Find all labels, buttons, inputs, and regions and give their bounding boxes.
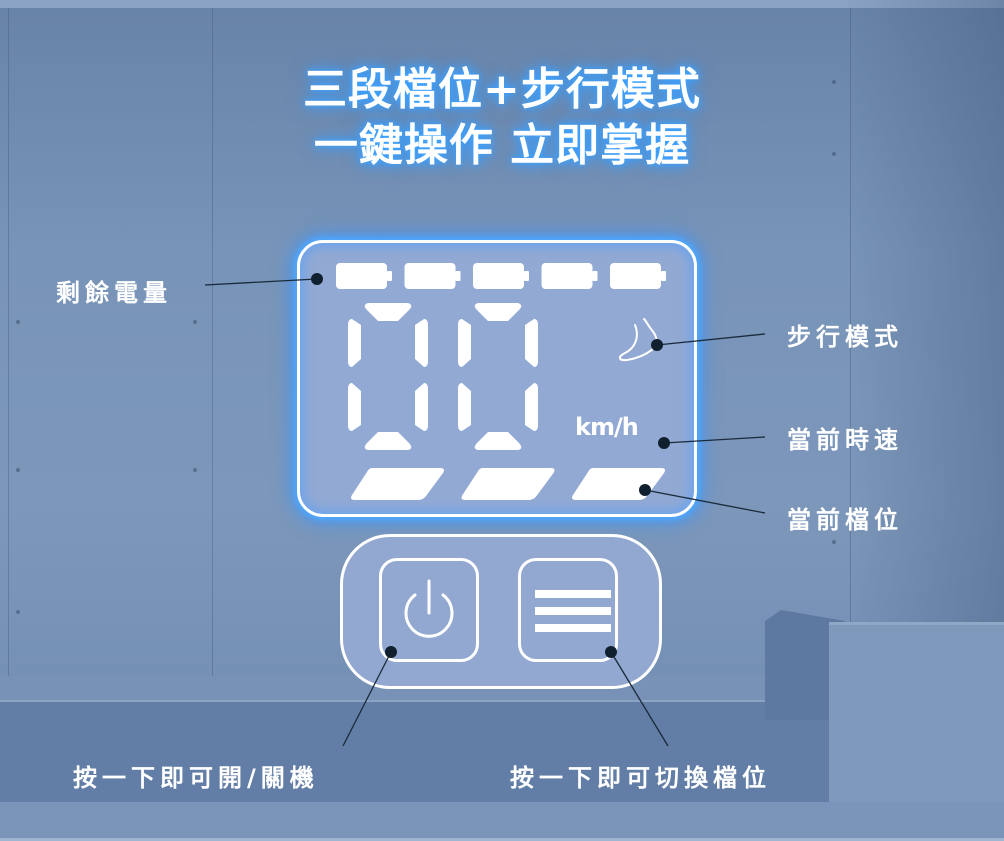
battery-terminal <box>524 271 529 281</box>
callout-battery: 剩餘電量 <box>56 279 172 307</box>
wall-rivet <box>193 468 197 472</box>
battery-segment <box>473 263 524 289</box>
headline: 三段檔位+步行模式 一鍵操作 立即掌握 <box>0 62 1004 174</box>
headline-line-2: 一鍵操作 立即掌握 <box>313 120 691 171</box>
wall-rivet <box>832 540 836 544</box>
wall-rivet <box>193 320 197 324</box>
digit-segment-b <box>525 319 538 367</box>
digit-segment-a <box>474 303 522 321</box>
wall-rivet <box>16 468 20 472</box>
digit-segment-c <box>415 383 428 431</box>
callout-current-gear: 當前檔位 <box>787 506 903 534</box>
power-button[interactable] <box>379 558 479 662</box>
floor-edge <box>0 838 1004 841</box>
callout-walk-mode: 步行模式 <box>787 323 903 351</box>
digit-segment-f <box>348 319 361 367</box>
gear-segment <box>461 468 555 500</box>
wall-rivet <box>832 152 836 156</box>
concrete-bench-front <box>0 702 830 802</box>
digit-segment-e <box>458 383 471 431</box>
battery-segment <box>404 263 456 289</box>
battery-indicator <box>336 263 666 289</box>
callout-current-speed: 當前時速 <box>787 426 903 454</box>
concrete-block <box>829 622 1004 802</box>
battery-terminal <box>387 271 392 281</box>
battery-segment <box>541 263 593 289</box>
wall-rivet <box>16 320 20 324</box>
battery-segment <box>336 263 387 289</box>
speed-digits <box>348 303 538 450</box>
battery-segment <box>610 263 661 289</box>
wall-rivet <box>16 610 20 614</box>
battery-terminal <box>592 271 598 281</box>
digit-segment-a <box>364 303 412 321</box>
power-icon <box>404 579 454 638</box>
floor <box>0 802 1004 841</box>
headline-line-1: 三段檔位+步行模式 <box>303 64 701 115</box>
foot-icon <box>619 318 658 362</box>
digit-segment-b <box>415 319 428 367</box>
wall-panel-seam <box>8 8 9 688</box>
wall-rivet <box>832 80 836 84</box>
gear-segment <box>351 468 444 500</box>
gear-indicator <box>351 468 665 500</box>
digit-segment-d <box>364 432 412 450</box>
lcd-segments <box>336 263 666 500</box>
wall-panel-seam <box>850 8 851 688</box>
digit-segment-c <box>525 383 538 431</box>
gear-switch-button[interactable] <box>518 558 618 662</box>
callout-switch-gear: 按一下即可切換檔位 <box>510 764 771 792</box>
gear-segment <box>572 468 665 500</box>
battery-terminal <box>661 271 666 281</box>
lcd-display <box>297 240 697 517</box>
wall-panel-seam <box>212 8 213 688</box>
callout-power: 按一下即可開/關機 <box>73 764 319 792</box>
wall-top-edge <box>0 0 1004 8</box>
battery-terminal <box>455 271 461 281</box>
digit-segment-d <box>474 432 522 450</box>
speed-unit: km/h <box>575 413 639 441</box>
digit-segment-e <box>348 383 361 431</box>
digit-segment-f <box>458 319 471 367</box>
